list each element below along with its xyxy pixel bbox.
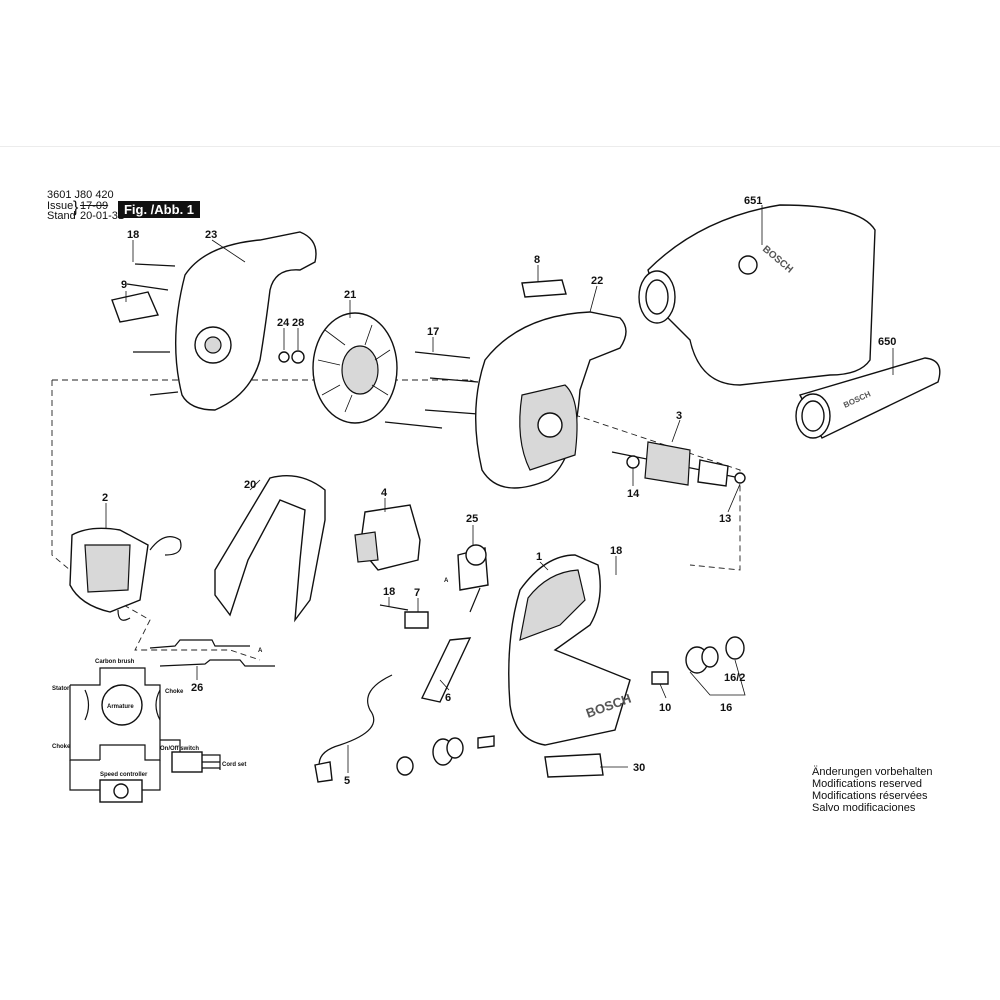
speed-control-part <box>457 544 489 613</box>
issue-label: Issue <box>47 200 74 212</box>
schematic-carbon-brush: Carbon brush <box>95 659 135 665</box>
callout-8: 8 <box>534 254 540 266</box>
washer-part <box>291 350 305 364</box>
long-screws-part <box>384 351 479 429</box>
callout-18-mid: 18 <box>383 586 395 598</box>
stand-value: 20-01-31 <box>80 210 125 222</box>
bearing-cap-part <box>725 636 745 660</box>
callout-16-2: 16/2 <box>724 672 745 684</box>
power-cord-part <box>318 674 393 771</box>
nozzle-tube-part: BOSCH <box>795 357 941 439</box>
callout-10: 10 <box>659 702 671 714</box>
switch-part <box>354 504 421 571</box>
front-knob-part <box>396 735 495 776</box>
stator-part <box>69 527 182 621</box>
part-number: 3601 J80 420 <box>47 189 114 201</box>
note-es: Salvo modificaciones <box>812 802 916 814</box>
bracket-16 <box>689 659 746 696</box>
issue-value: 17-09 <box>80 200 109 212</box>
callout-21: 21 <box>344 289 356 301</box>
brush-holder-part <box>404 611 429 629</box>
callout-9: 9 <box>121 279 127 291</box>
nut-part <box>278 351 290 363</box>
callout-650: 650 <box>878 336 896 348</box>
callout-7: 7 <box>414 587 420 599</box>
marker-a-1: A <box>258 648 263 654</box>
fan-housing-part <box>175 231 317 411</box>
callout-14: 14 <box>627 488 640 500</box>
callout-18-top: 18 <box>127 229 139 241</box>
connector-wires-part <box>149 639 275 667</box>
callout-6: 6 <box>445 692 451 704</box>
callout-1: 1 <box>536 551 542 563</box>
marker-a-2: A <box>444 578 449 584</box>
callout-28: 28 <box>292 317 304 329</box>
callout-18-right: 18 <box>610 545 622 557</box>
label-plate-part <box>111 291 159 323</box>
schematic-on-off-switch: On/Off switch <box>160 746 199 752</box>
handle-housing-part: BOSCH <box>508 554 633 746</box>
callout-651: 651 <box>744 195 762 207</box>
callout-16: 16 <box>720 702 732 714</box>
bearing-part <box>685 646 719 674</box>
schematic-armature: Armature <box>107 704 134 710</box>
callout-24: 24 <box>277 317 290 329</box>
callout-20: 20 <box>244 479 256 491</box>
wiring-schematic <box>69 667 221 803</box>
armature-part <box>611 441 746 487</box>
screws-18-part <box>126 263 179 396</box>
schematic-cord-set: Cord set <box>222 762 246 768</box>
dust-bag-part: BOSCH <box>638 204 876 386</box>
callout-4: 4 <box>381 487 388 499</box>
screw-part <box>379 604 409 611</box>
callout-26: 26 <box>191 682 203 694</box>
motor-housing-part <box>474 311 627 489</box>
plug-part <box>314 761 333 783</box>
callout-2: 2 <box>102 492 108 504</box>
callout-25: 25 <box>466 513 478 525</box>
callout-3: 3 <box>676 410 682 422</box>
schematic-choke-right: Choke <box>165 689 184 695</box>
fan-impeller-part <box>312 312 398 424</box>
rating-label-part <box>521 279 567 298</box>
note-de: Änderungen vorbehalten <box>812 766 933 778</box>
leader-lines <box>105 205 894 773</box>
warning-label-part <box>544 753 604 778</box>
callout-13: 13 <box>719 513 731 525</box>
figure-label: Fig. /Abb. 1 <box>118 201 200 218</box>
callout-17: 17 <box>427 326 439 338</box>
stand-label: Stand <box>47 210 76 222</box>
note-en: Modifications reserved <box>812 778 923 790</box>
callout-23: 23 <box>205 229 217 241</box>
note-fr: Modifications réservées <box>812 790 928 802</box>
modification-notes: Änderungen vorbehalten Modifications res… <box>812 766 932 814</box>
assembly-boundary <box>51 379 741 661</box>
callout-5: 5 <box>344 775 350 787</box>
cord-guard-part <box>420 637 472 703</box>
schematic-speed-controller: Speed controller <box>100 772 148 778</box>
header-bracket: } <box>73 199 79 216</box>
handle-frame-part <box>214 475 326 623</box>
schematic-stator: Stator <box>52 686 70 692</box>
schematic-choke-left: Choke <box>52 744 71 750</box>
callout-22: 22 <box>591 275 603 287</box>
page-top-border <box>0 146 1000 147</box>
callout-30: 30 <box>633 762 645 774</box>
capacitor-part <box>651 671 669 685</box>
